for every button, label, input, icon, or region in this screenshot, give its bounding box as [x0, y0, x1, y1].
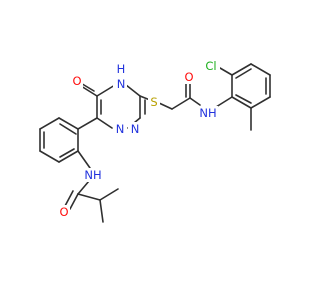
atom-n-ring-b: N — [128, 122, 142, 136]
atom-o-ring-label: O — [72, 74, 81, 88]
atom-n-ring-a-label: N — [116, 122, 125, 136]
atom-nh-amide1-label: NH — [199, 106, 216, 120]
atom-o-amide2: O — [58, 205, 70, 219]
atom-cl-label: Cl — [205, 59, 216, 73]
atom-nh-ring-h-label: H — [117, 62, 126, 76]
atom-s-link-label: S — [150, 95, 157, 109]
atom-n-ring-b-label: N — [131, 122, 140, 136]
molecule-structure-diagram: O H N N N S O NH Cl — [39, 59, 271, 223]
atom-o-amide2-label: O — [59, 205, 68, 219]
atom-n-ring-a: N — [113, 122, 127, 136]
atom-nh-ring-n-label: N — [117, 77, 126, 91]
atom-nh-amide1: NH — [198, 106, 218, 120]
atom-cl: Cl — [202, 59, 220, 73]
atom-s-link: S — [148, 95, 160, 109]
atom-o-amide1-label: O — [184, 70, 193, 84]
bond-lines — [39, 63, 271, 223]
atom-nh-ring: H N — [113, 62, 127, 92]
atom-nh-amide2: NH — [83, 168, 103, 182]
atom-labels: O H N N N S O NH Cl — [58, 59, 220, 219]
atom-nh-amide2-label: NH — [84, 168, 101, 182]
atom-o-amide1: O — [183, 70, 195, 84]
atom-o-ring: O — [71, 74, 83, 88]
